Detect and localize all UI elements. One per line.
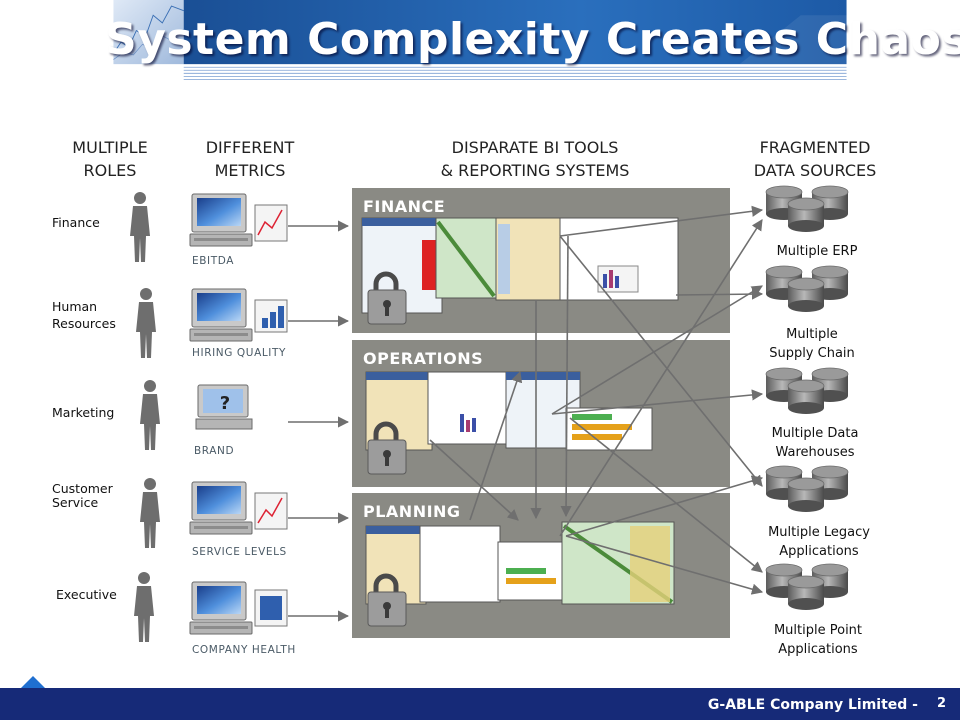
metric-label-ebitda: EBITDA <box>192 255 235 267</box>
page-number: 2 <box>936 696 946 711</box>
metric-label-brand: BRAND <box>194 445 235 457</box>
title-banner <box>113 0 847 80</box>
executive-person-icon <box>134 572 154 642</box>
role-label-marketing: Marketing <box>52 404 114 421</box>
column-heading-line: DISPARATE BI TOOLS <box>451 138 619 157</box>
role-label-line: Finance <box>52 215 100 230</box>
slide-title: System Complexity Creates Chaos <box>105 14 960 65</box>
planning-report-screens <box>365 521 675 605</box>
point-app-database-icon <box>766 564 848 610</box>
panel-title-operations: OPERATIONS <box>363 349 484 368</box>
brand-computer-icon: ? <box>195 384 253 430</box>
role-label-customer-service: Customer Service <box>52 482 113 510</box>
source-label-line: Multiple <box>786 327 838 342</box>
role-label-line: Service <box>52 495 99 510</box>
source-label-erp: Multiple ERP <box>742 242 892 261</box>
column-heading-line: DIFFERENT <box>205 138 295 157</box>
source-label-line: Multiple Data <box>771 426 859 441</box>
finance-person-icon <box>130 192 150 262</box>
source-label-line: Multiple Legacy <box>768 525 870 540</box>
column-heading-roles: MULTIPLE ROLES <box>55 136 165 182</box>
data-arrows <box>429 205 764 595</box>
marketing-person-icon <box>140 380 160 450</box>
panel-title-finance: FINANCE <box>363 197 446 216</box>
role-arrows <box>288 220 350 622</box>
source-label-line: Multiple ERP <box>776 244 858 259</box>
hr-person-icon <box>136 288 156 358</box>
erp-database-icon <box>766 186 848 232</box>
source-label-line: Applications <box>778 642 858 657</box>
source-label-line: Applications <box>779 544 859 559</box>
customer-service-person-icon <box>140 478 160 548</box>
role-label-hr: Human Resources <box>52 298 116 332</box>
data-warehouse-database-icon <box>766 368 848 414</box>
role-label-line: Executive <box>56 587 117 602</box>
source-label-line: Multiple Point <box>773 623 863 638</box>
complexity-diagram: ? <box>15 0 960 690</box>
role-label-line: Resources <box>52 316 116 331</box>
role-label-executive: Executive <box>56 586 117 603</box>
column-heading-tools: DISPARATE BI TOOLS & REPORTING SYSTEMS <box>405 136 665 182</box>
source-label-point-apps: Multiple Point Applications <box>743 621 893 659</box>
finance-report-screens <box>361 217 679 314</box>
footer-bar <box>0 688 960 720</box>
column-heading-metrics: DIFFERENT METRICS <box>190 136 310 182</box>
supply-chain-database-icon <box>766 266 848 312</box>
column-heading-line: & REPORTING SYSTEMS <box>440 161 630 180</box>
role-label-line: Customer <box>52 481 113 496</box>
role-label-finance: Finance <box>52 214 100 231</box>
metric-label-company-health: COMPANY HEALTH <box>192 644 296 656</box>
svg-text:?: ? <box>220 393 230 414</box>
ebitda-computer-icon <box>189 193 288 247</box>
panel-title-planning: PLANNING <box>363 502 461 521</box>
metric-label-hiring-quality: HIRING QUALITY <box>192 347 287 359</box>
column-heading-line: METRICS <box>214 161 286 180</box>
corner-diamond-icon <box>15 672 51 690</box>
legacy-database-icon <box>766 466 848 512</box>
source-label-legacy: Multiple Legacy Applications <box>744 523 894 561</box>
column-heading-line: FRAGMENTED <box>759 138 871 157</box>
role-label-line: Human <box>52 299 98 314</box>
service-computer-icon <box>189 481 288 535</box>
hiring-computer-icon <box>189 288 288 342</box>
company-health-computer-icon <box>189 581 288 635</box>
footer-company: G-ABLE Company Limited - <box>707 697 918 713</box>
metric-label-service-levels: SERVICE LEVELS <box>192 546 287 558</box>
column-heading-line: DATA SOURCES <box>753 161 877 180</box>
source-label-data-warehouses: Multiple Data Warehouses <box>740 424 890 462</box>
source-label-line: Warehouses <box>775 445 855 460</box>
column-heading-line: ROLES <box>83 161 137 180</box>
source-label-supply-chain: Multiple Supply Chain <box>737 325 887 363</box>
source-label-line: Supply Chain <box>769 346 855 361</box>
role-label-line: Marketing <box>52 405 115 420</box>
column-heading-line: MULTIPLE <box>72 138 148 157</box>
operations-report-screens <box>365 371 653 451</box>
column-heading-sources: FRAGMENTED DATA SOURCES <box>740 136 890 182</box>
